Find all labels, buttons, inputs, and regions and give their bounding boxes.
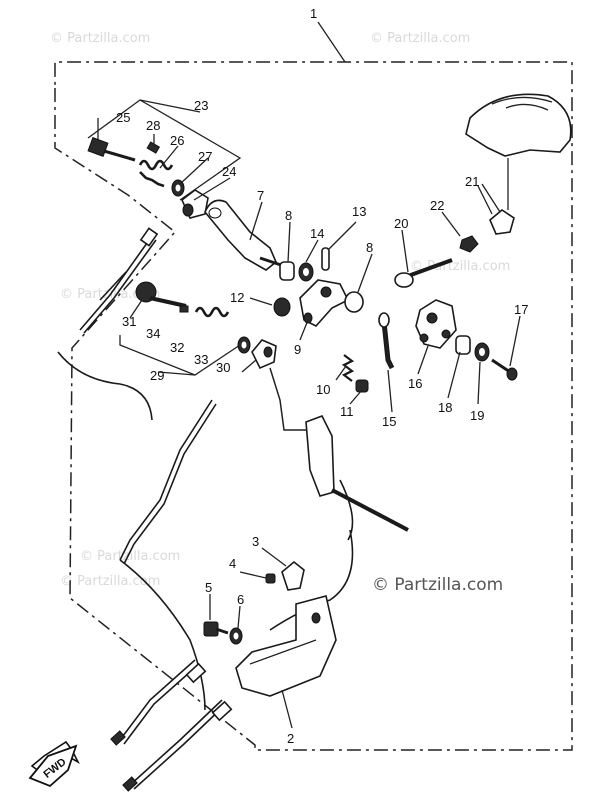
callout-11: 11 xyxy=(340,404,354,419)
assembly-outline xyxy=(54,21,573,751)
collar-8 xyxy=(279,261,314,282)
callout-10: 10 xyxy=(316,382,330,397)
cables xyxy=(57,227,354,792)
cam-16 xyxy=(415,299,457,349)
spring-10 xyxy=(341,354,369,393)
fwd-arrow-icon: FWD xyxy=(28,740,80,788)
callout-26: 26 xyxy=(170,133,184,148)
watermark: © Partzilla.com xyxy=(410,259,510,274)
callout-17: 17 xyxy=(514,302,528,317)
callout-15: 15 xyxy=(382,414,396,429)
clip-24 xyxy=(181,189,209,219)
housing-top xyxy=(465,93,572,235)
callout-32: 32 xyxy=(170,340,184,355)
callout-28: 28 xyxy=(146,118,160,133)
throttle-cable-end xyxy=(135,281,251,354)
callout-18: 18 xyxy=(438,400,452,415)
callout-9: 9 xyxy=(294,342,301,357)
bracket-2 xyxy=(235,595,337,697)
nut-12 xyxy=(249,297,291,317)
callout-4: 4 xyxy=(229,556,236,571)
callout-34: 34 xyxy=(146,326,160,341)
shift-lever xyxy=(269,367,409,532)
bolt-25 xyxy=(87,118,136,162)
callout-25: 25 xyxy=(116,110,130,125)
collar-18 xyxy=(455,335,518,381)
callout-numbers: 1 2 3 4 5 6 7 8 8 9 10 11 12 13 14 15 16… xyxy=(116,6,528,746)
small-parts-lower xyxy=(203,560,305,645)
callout-8a: 8 xyxy=(285,208,292,223)
watermark: © Partzilla.com xyxy=(80,549,180,564)
callout-6: 6 xyxy=(237,592,244,607)
rod-end-20 xyxy=(394,235,479,288)
callout-31: 31 xyxy=(122,314,136,329)
callout-33: 33 xyxy=(194,352,208,367)
lever-7 xyxy=(204,199,291,271)
callout-27: 27 xyxy=(198,149,212,164)
callout-2: 2 xyxy=(287,731,294,746)
callout-1: 1 xyxy=(310,6,317,21)
spring-26 xyxy=(138,141,185,197)
callout-12: 12 xyxy=(230,290,244,305)
callout-19: 19 xyxy=(470,408,484,423)
callout-23: 23 xyxy=(194,98,208,113)
callout-20: 20 xyxy=(394,216,408,231)
callout-16: 16 xyxy=(408,376,422,391)
callout-13: 13 xyxy=(352,204,366,219)
callout-3: 3 xyxy=(252,534,259,549)
watermark: © Partzilla.com xyxy=(370,31,470,46)
callout-21: 21 xyxy=(465,174,479,189)
bracket-23 xyxy=(87,99,242,201)
callout-22: 22 xyxy=(430,198,444,213)
link-rod-15 xyxy=(378,312,395,370)
clip-30 xyxy=(251,339,277,370)
callout-5: 5 xyxy=(205,580,212,595)
callout-30: 30 xyxy=(216,360,230,375)
leader-lines xyxy=(129,134,521,729)
bellcrank-9 xyxy=(299,279,364,327)
callout-14: 14 xyxy=(310,226,324,241)
watermarks: © Partzilla.com © Partzilla.com © Partzi… xyxy=(50,31,510,595)
watermark: © Partzilla.com xyxy=(60,574,160,589)
pin-13 xyxy=(321,247,330,271)
watermark-main: © Partzilla.com xyxy=(372,575,503,595)
callout-7: 7 xyxy=(257,188,264,203)
callout-24: 24 xyxy=(222,164,236,179)
callout-8b: 8 xyxy=(366,240,373,255)
bracket-29 xyxy=(119,335,241,376)
watermark: © Partzilla.com xyxy=(50,31,150,46)
callout-29: 29 xyxy=(150,368,164,383)
